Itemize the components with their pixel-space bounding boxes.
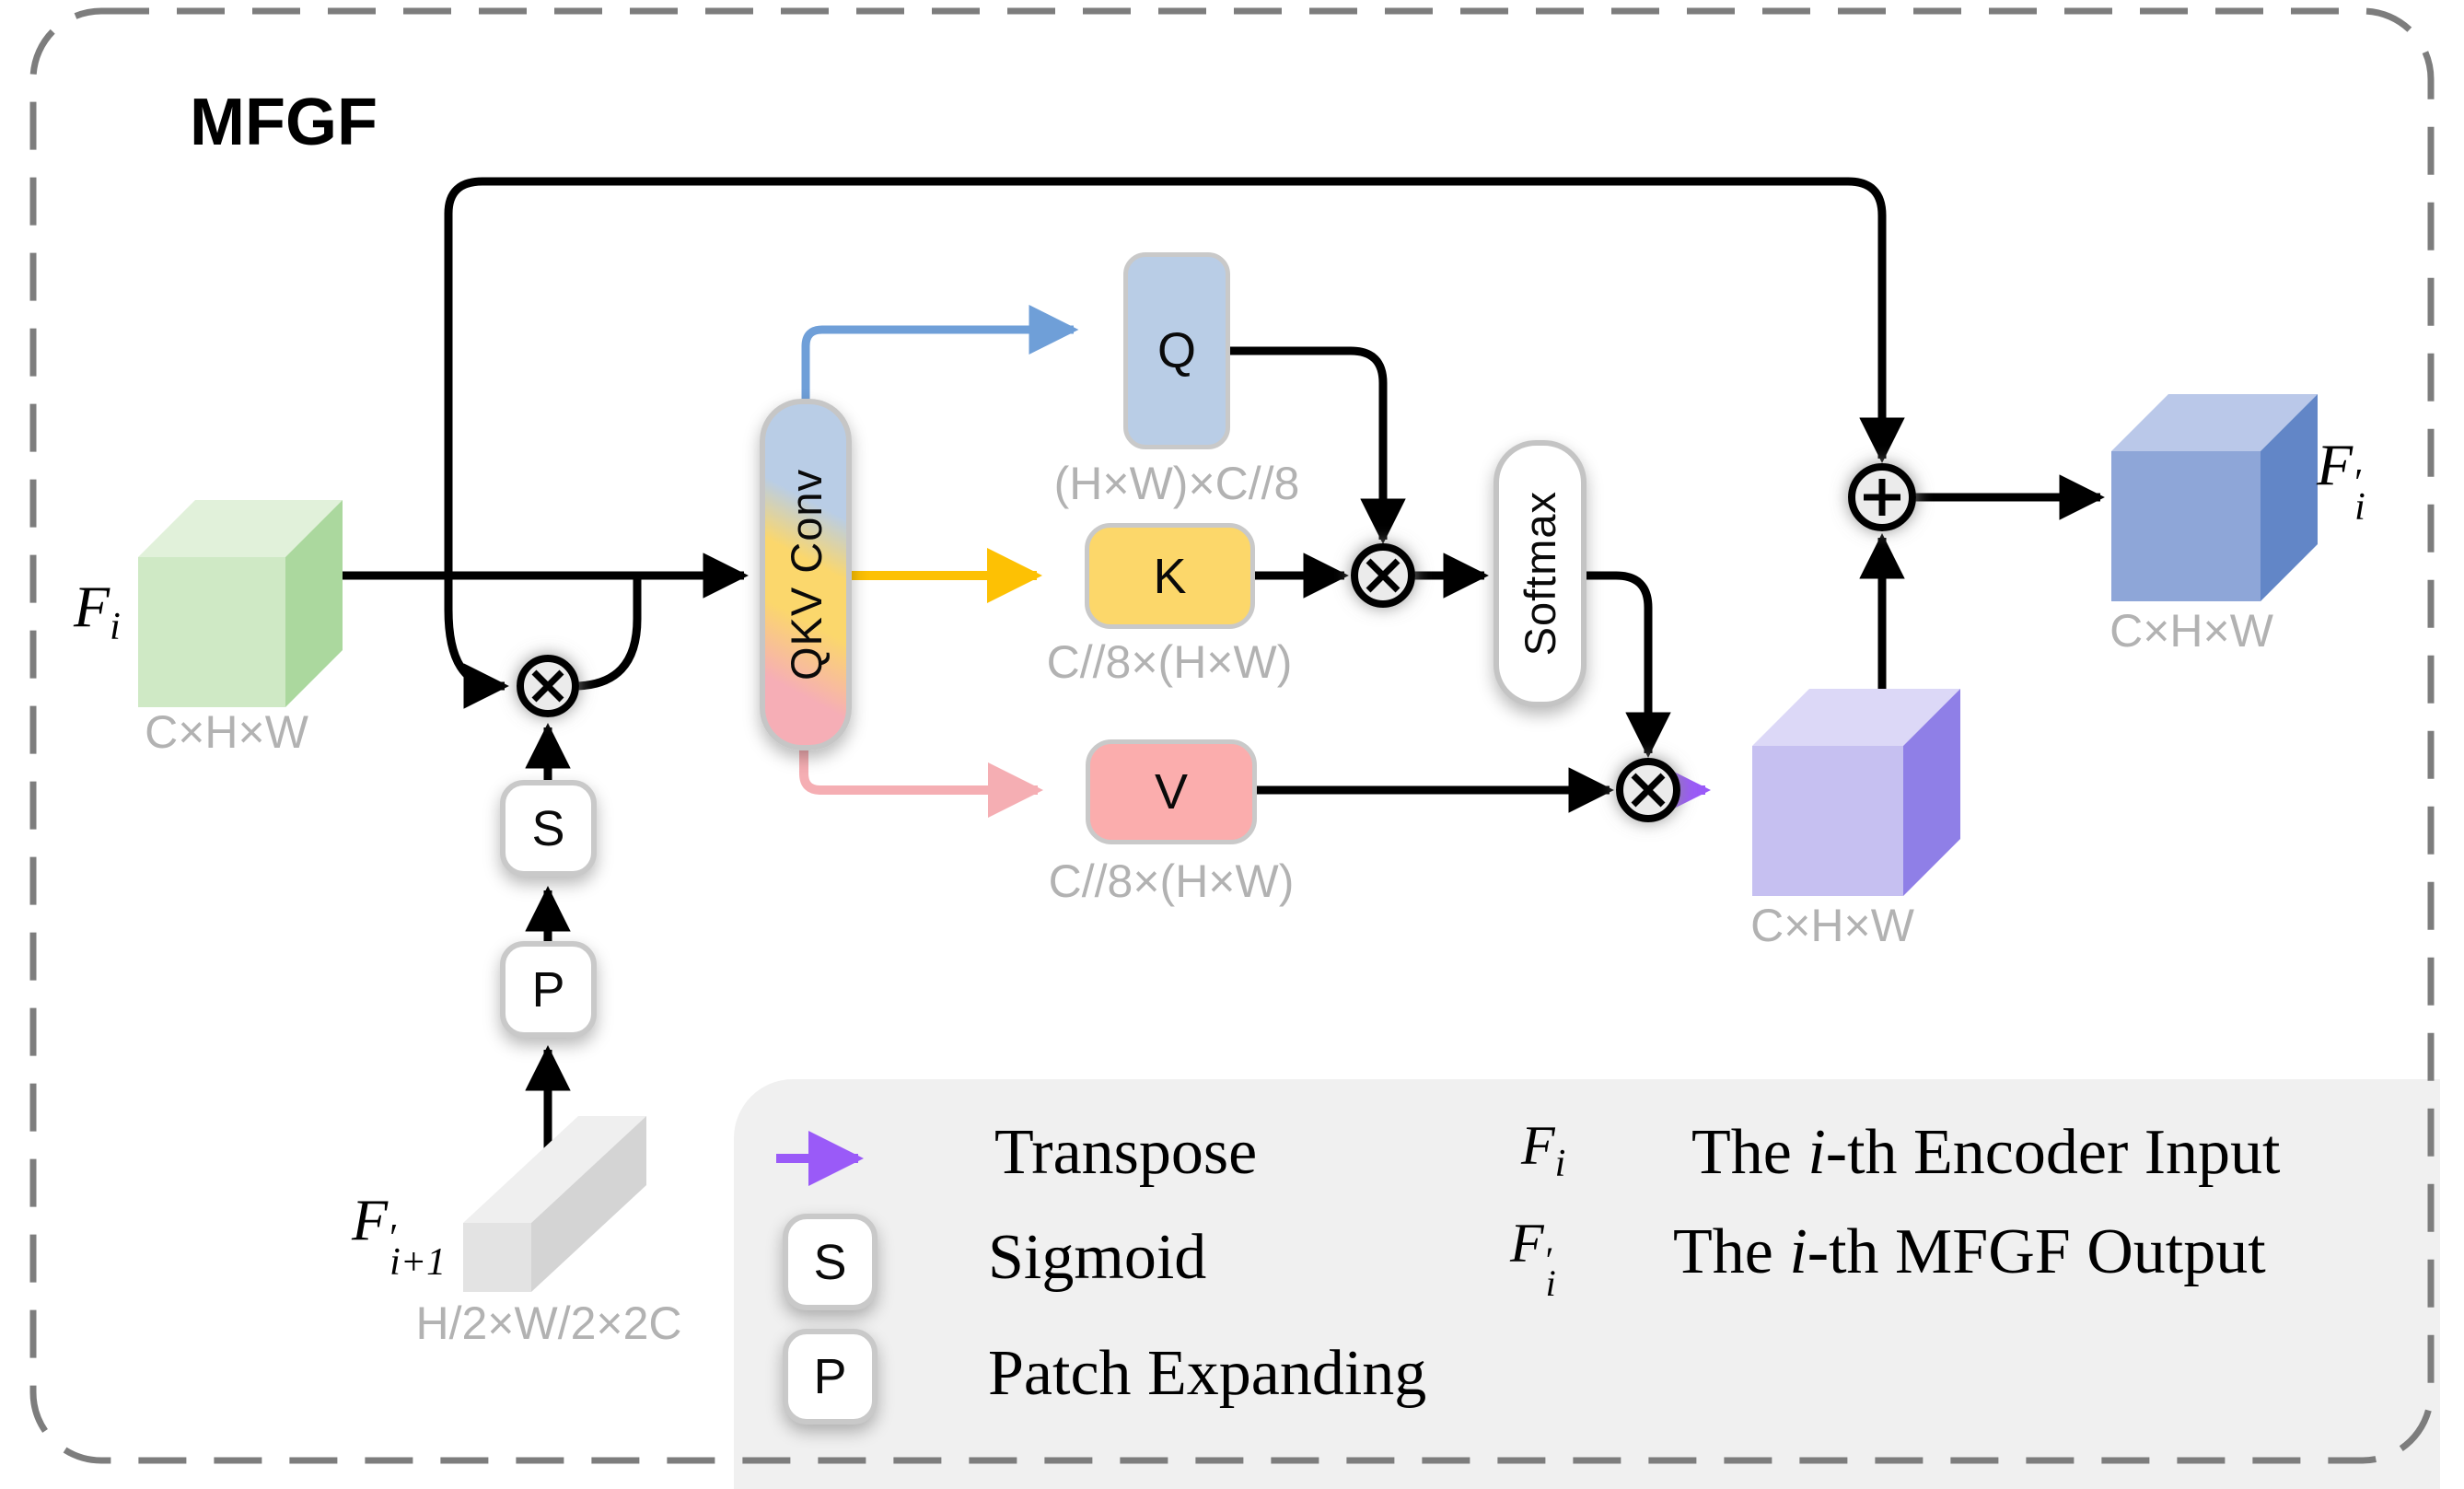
legend-patch-chip: P (783, 1329, 878, 1425)
v-box: V (1086, 739, 1257, 844)
black-wires (285, 177, 2105, 1158)
qk-multiply-icon (1351, 543, 1415, 608)
v-branch-arrow (799, 737, 1043, 818)
legend-patch-chip-label: P (813, 1349, 847, 1404)
softmax-box: Softmax (1494, 440, 1586, 707)
v-label: V (1154, 764, 1189, 820)
attention-output-cube (1752, 689, 1960, 896)
q-label: Q (1156, 323, 1196, 378)
softmax-to-multiply-line (1586, 571, 1671, 758)
softmax-label: Softmax (1516, 491, 1564, 657)
attn-v-multiply-icon (1616, 758, 1680, 822)
q-dim-label: (H×W)×C//8 (1053, 458, 1300, 509)
legend-transpose-label: Transpose (994, 1117, 1258, 1188)
dashed-border (29, 7, 2435, 1464)
fi1-dim-label: H/2×W/2×2C (415, 1297, 682, 1349)
k-label: K (1153, 548, 1187, 604)
fo-dim-label: C×H×W (2110, 605, 2273, 657)
module-title: MFGF (190, 86, 378, 159)
legend-sigmoid-label: Sigmoid (988, 1222, 1207, 1293)
sigmoid-box-label: S (531, 800, 565, 856)
attention-cube-dim-label: C×H×W (1750, 900, 1914, 951)
v-dim-label: C//8×(H×W) (1048, 855, 1295, 907)
q-box: Q (1123, 252, 1230, 449)
qkv-conv-label: QKV Conv (781, 468, 831, 681)
multiply-to-main-line (573, 576, 642, 691)
residual-add-icon (1848, 463, 1916, 531)
patch-box-label: P (531, 961, 565, 1018)
mfgf-output-cube (2111, 394, 2318, 601)
legend-sigmoid-chip-label: S (813, 1234, 847, 1290)
lower-input-bar (463, 1116, 646, 1292)
legend-sigmoid-chip: S (783, 1214, 878, 1310)
k-box: K (1085, 523, 1255, 629)
legend-fi-symbol: Fi (1521, 1115, 1566, 1185)
legend-fo-description: The i-th MFGF Output (1673, 1216, 2266, 1287)
fi1-symbol: F′i+1 (352, 1187, 447, 1285)
sigmoid-box: S (500, 780, 597, 877)
legend-panel (734, 1079, 2440, 1489)
q-branch-arrow (801, 305, 1079, 413)
skip-connection-line (444, 177, 1905, 576)
encoder-input-cube (138, 500, 343, 707)
fi-symbol: Fi (74, 574, 121, 648)
q-to-multiply-line (1230, 346, 1406, 544)
k-dim-label: C//8×(H×W) (1046, 636, 1293, 688)
fi-dim-label: C×H×W (145, 706, 308, 758)
legend-fo-symbol: F′i (1510, 1213, 1556, 1304)
sigmoid-multiply-icon (517, 655, 579, 717)
branch-to-multiply-line (444, 576, 509, 709)
fo-symbol: F′i (2317, 432, 2365, 529)
qkv-conv-box: QKV Conv (760, 399, 852, 750)
patch-expanding-box: P (500, 941, 597, 1038)
legend-fi-description: The i-th Encoder Input (1691, 1117, 2281, 1188)
legend-patch-label: Patch Expanding (988, 1338, 1427, 1409)
